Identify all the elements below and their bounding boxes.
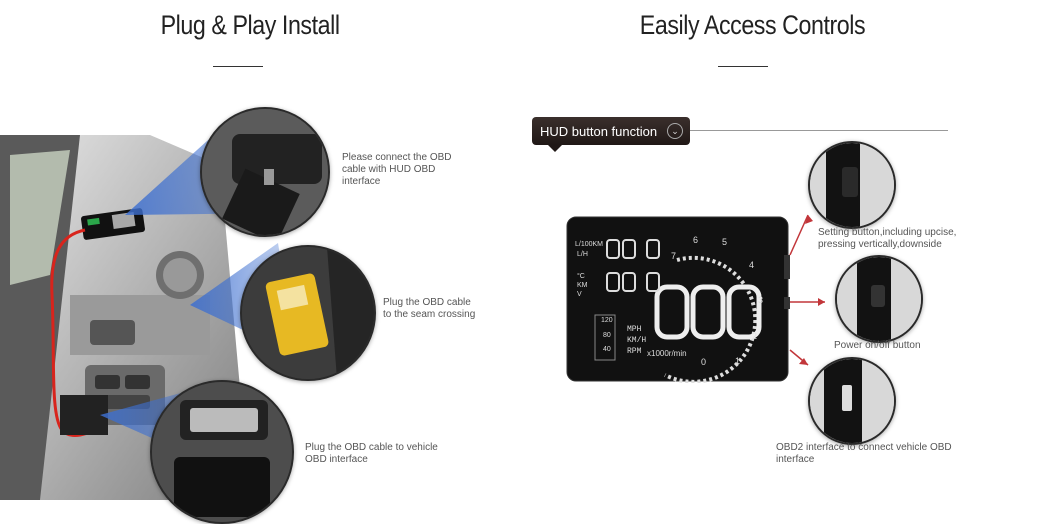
hud-small-80: 80: [603, 332, 611, 339]
hud-small-120: 120: [601, 317, 613, 324]
obd2-port-closeup: [808, 357, 896, 445]
hud-gauge-3: 3: [758, 295, 764, 305]
hud-unit-rpm: RPM: [627, 347, 642, 356]
hud-side-code-km: KM: [577, 282, 588, 289]
hud-gauge-7: 7: [671, 251, 677, 261]
badge-pointer: [548, 145, 562, 152]
chevron-down-icon[interactable]: ⌄: [667, 123, 683, 139]
title-divider-left: [213, 66, 263, 67]
hud-unit-mph: MPH: [627, 325, 642, 334]
obd2-interface-text: OBD2 interface to connect vehicle OBD in…: [776, 442, 952, 465]
setting-button-closeup: [808, 141, 896, 229]
hud-rpm-unit: x1000r/min: [647, 349, 687, 358]
hud-small-40: 40: [603, 346, 611, 353]
hud-readout-lh: L/H: [577, 251, 588, 258]
setting-button-text: Setting button,including upcise, pressin…: [818, 227, 957, 250]
access-controls-title: Easily Access Controls: [639, 10, 866, 40]
hud-gauge-4: 4: [749, 260, 755, 270]
badge-divider-line: [690, 130, 948, 131]
hud-connector-closeup: [200, 107, 330, 237]
title-divider-right: [718, 66, 768, 67]
power-button-text: Power on/off button: [834, 340, 921, 351]
hud-gauge-0: 0: [701, 357, 707, 367]
obd-port-closeup: [150, 380, 294, 524]
install-step-2-text: Plug the OBD cable to the seam crossing: [383, 297, 476, 320]
cable-seam-closeup: [240, 245, 376, 381]
hud-badge-label: HUD button function: [540, 123, 658, 139]
hud-unit-kmh: KM/H: [627, 336, 647, 345]
hud-device: 888 MPH KM/H RPM x1000r/min L/100KM L/H …: [565, 215, 790, 384]
plug-and-play-title: Plug & Play Install: [160, 10, 340, 40]
hud-gauge-2: 2: [752, 331, 758, 341]
install-step-1-text: Please connect the OBD cable with HUD OB…: [342, 152, 452, 187]
install-step-3-text: Plug the OBD cable to vehicle OBD interf…: [305, 442, 438, 465]
hud-readout-l100km: L/100KM: [575, 241, 604, 248]
hud-button-function-badge[interactable]: HUD button function ⌄: [532, 117, 690, 145]
hud-gauge-6: 6: [693, 235, 699, 245]
install-illustration: Please connect the OBD cable with HUD OB…: [0, 95, 480, 524]
power-button-closeup: [835, 255, 923, 343]
callout-arrows: [789, 214, 825, 366]
hud-side-code-v: V: [577, 291, 582, 298]
hud-gauge-5: 5: [722, 237, 728, 247]
hud-gauge-1: 1: [735, 356, 741, 366]
hud-side-code-c: °C: [577, 273, 585, 280]
